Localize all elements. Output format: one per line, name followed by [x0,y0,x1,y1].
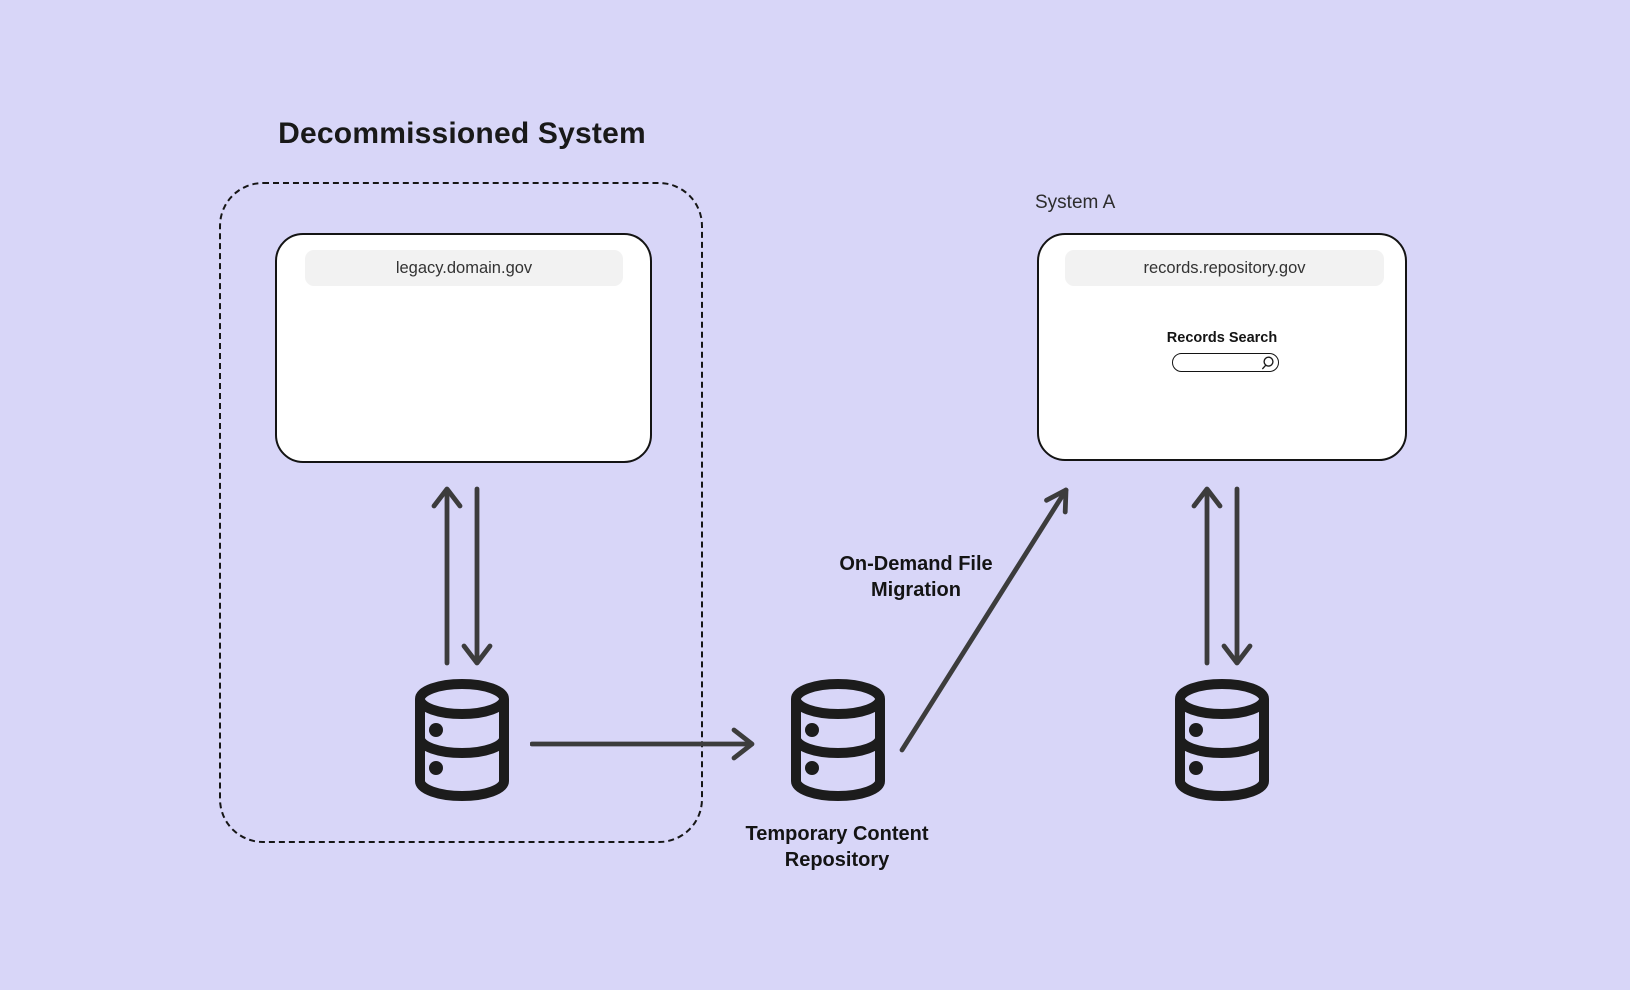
system-a-url-bar: records.repository.gov [1065,250,1384,286]
decommissioned-system-title: Decommissioned System [278,117,646,150]
legacy-browser-window: legacy.domain.gov [275,233,652,463]
temporary-repository-label-line1: Temporary Content [745,823,929,845]
records-search-field[interactable] [1172,353,1279,372]
migration-label: On-Demand File Migration [816,551,1016,603]
system-a-title: System A [1035,192,1116,213]
migration-label-line1: On-Demand File [839,553,993,575]
migration-label-line2: Migration [871,579,961,601]
temporary-repository-database-icon [791,679,885,801]
temporary-repository-label-line2: Repository [784,849,890,871]
search-icon [1262,356,1274,369]
legacy-url-text: legacy.domain.gov [395,259,533,277]
db-transfer-arrow-icon [530,727,755,761]
temporary-repository-label: Temporary Content Repository [737,821,937,873]
legacy-url-bar: legacy.domain.gov [305,250,623,286]
records-search-label: Records Search [1166,330,1278,346]
system-a-url-text: records.repository.gov [1143,259,1306,277]
migration-arrow-icon [899,487,1069,753]
system-a-database-icon [1175,679,1269,801]
decommissioned-system-boundary [219,182,703,843]
system-a-sync-arrows-icon [1191,486,1253,666]
legacy-sync-arrows-icon [431,486,493,666]
records-search-input[interactable] [1179,354,1257,371]
system-a-browser-window: records.repository.gov Records Search [1037,233,1407,461]
legacy-database-icon [415,679,509,801]
